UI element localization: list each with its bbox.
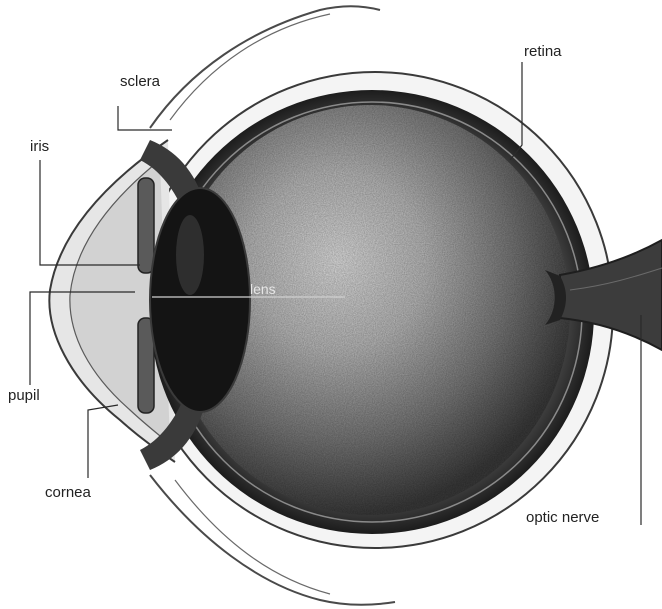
iris-upper-shape [138, 178, 154, 273]
lens-highlight [176, 215, 204, 295]
label-lens: lens [250, 282, 276, 296]
label-pupil: pupil [8, 388, 40, 403]
cornea-leader [88, 405, 118, 478]
label-cornea: cornea [45, 485, 91, 500]
label-sclera: sclera [120, 74, 160, 89]
label-optic-nerve: optic nerve [526, 510, 599, 525]
lens-shape [150, 188, 250, 412]
label-iris: iris [30, 139, 49, 154]
label-retina: retina [524, 44, 562, 59]
